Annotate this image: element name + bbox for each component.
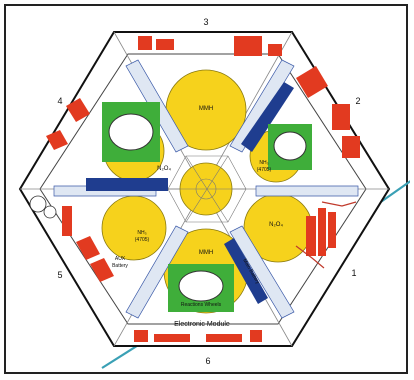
wheel-right-icon <box>273 131 307 161</box>
label-reaction-wheels: Reactions Wheels <box>181 302 222 308</box>
side-label-2: 2 <box>355 96 360 106</box>
red-box-b4 <box>250 330 262 342</box>
red-box-t1 <box>138 36 152 50</box>
red-box-b3 <box>206 334 242 342</box>
label-aux-battery-2: Battery <box>112 263 128 269</box>
side-label-3: 3 <box>203 17 208 27</box>
red-thruster-r1 <box>306 216 316 256</box>
red-box-r1 <box>296 66 328 98</box>
red-box-b2 <box>154 334 190 342</box>
label-aux-battery-1: AUX <box>115 256 126 262</box>
red-box-l5 <box>90 258 114 282</box>
wheel-bottom-icon <box>178 270 224 302</box>
red-thruster-r3 <box>328 212 336 248</box>
red-box-r2 <box>332 104 350 130</box>
blue-panel-top-right <box>241 82 294 152</box>
red-box-l1 <box>66 98 90 122</box>
label-mmh-bottom: MMH <box>199 250 213 256</box>
figure-frame: 3 2 4 5 1 6 MMH MMH N₂O₄ N₂O₄ NH₃ (4705)… <box>4 4 410 374</box>
blue-panel-left <box>86 178 168 191</box>
side-label-5: 5 <box>57 270 62 280</box>
label-n2o4-right: N₂O₄ <box>269 222 283 228</box>
side-label-1: 1 <box>351 268 356 278</box>
red-box-b1 <box>134 330 148 342</box>
main-battery <box>224 238 268 304</box>
label-n2o4-left: N₂O₄ <box>157 166 171 172</box>
red-box-r3 <box>342 136 360 158</box>
label-electronic-module: Electronic Module <box>174 321 230 328</box>
side-label-4: 4 <box>57 96 62 106</box>
red-thruster-r2 <box>318 208 326 256</box>
side-label-6: 6 <box>205 356 210 366</box>
red-box-l3 <box>62 206 72 236</box>
red-box-l2 <box>46 130 68 150</box>
label-nh3-right: NH₃ <box>259 160 268 166</box>
label-mmh-top: MMH <box>199 106 213 112</box>
label-nh3-right-spec: (4705) <box>257 167 272 173</box>
tank-nh3-left <box>101 195 167 261</box>
red-box-l4 <box>76 236 100 260</box>
wheel-left-icon <box>108 113 154 151</box>
connector-pipes <box>295 201 357 269</box>
red-box-t4 <box>268 44 282 56</box>
red-box-t2 <box>156 39 174 50</box>
structural-bands <box>53 59 359 319</box>
sensor-left-1 <box>29 195 47 213</box>
label-nh3-left: NH₃ <box>137 230 146 236</box>
sensor-left-2 <box>43 205 57 219</box>
red-box-t3 <box>234 36 262 56</box>
satellite-bus-layout-diagram: 3 2 4 5 1 6 MMH MMH N₂O₄ N₂O₄ NH₃ (4705)… <box>18 17 410 369</box>
label-nh3-left-spec: (4705) <box>135 237 150 243</box>
